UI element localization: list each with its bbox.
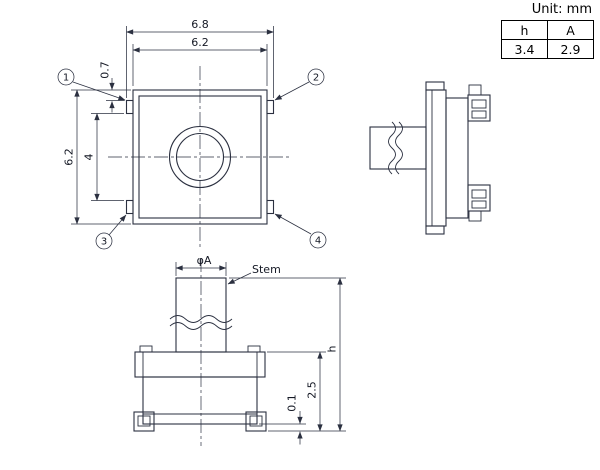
front-view-foot-right — [245, 411, 267, 432]
callout-3: 3 — [95, 214, 127, 250]
callout-4-leader — [274, 213, 312, 235]
front-view-stem-break-line-1 — [169, 315, 233, 323]
spec-table: h A 3.4 2.9 — [501, 20, 594, 59]
spec-header-a: A — [547, 20, 594, 40]
side-view-clip-top-inner-1 — [471, 99, 487, 109]
side-view — [369, 81, 491, 235]
side-view-clip-top-hook — [468, 84, 482, 96]
callout-3-number: 3 — [101, 237, 107, 248]
dim-terminal-offset-label: 0.7 — [99, 61, 112, 79]
terminal-top-left — [125, 99, 134, 115]
side-view-clip-top-inner-2 — [471, 110, 487, 119]
stem-label: Stem — [252, 263, 281, 276]
dimension-standoff: 0.1 — [259, 394, 306, 445]
callout-2-number: 2 — [313, 73, 319, 84]
side-view-stem-break-line-2 — [395, 121, 403, 175]
callout-4-circle — [309, 231, 327, 249]
dim-overall-depth-label: 6.2 — [63, 148, 76, 166]
dim-terminal-span-label: 4 — [83, 154, 96, 161]
terminal-bottom-left — [125, 199, 134, 215]
spec-table-header-row: h A — [501, 20, 594, 40]
front-view: φA Stem h 2.5 — [133, 254, 346, 446]
top-view-body-inner — [138, 95, 262, 219]
callout-1: 1 — [57, 68, 126, 101]
side-view-bottom-tab — [425, 225, 445, 235]
stem-circle-outer — [168, 125, 232, 189]
dimension-body-width: 6.2 — [132, 36, 268, 86]
dimension-terminal-offset: 0.7 — [99, 61, 125, 113]
front-view-foot-left — [133, 411, 155, 432]
dimension-overall-depth: 6.2 — [63, 89, 131, 225]
front-view-foot-left-inner — [137, 415, 151, 427]
top-view: 6.8 6.2 6.2 4 — [57, 18, 327, 250]
front-view-foot-right-inner — [249, 415, 263, 427]
dimension-overall-width: 6.8 — [126, 18, 274, 98]
side-view-clip-bottom-inner-2 — [471, 200, 487, 209]
spec-value-a: 2.9 — [547, 39, 594, 59]
dimension-terminal-span: 4 — [83, 113, 124, 201]
front-view-base — [142, 376, 258, 425]
side-view-top-tab — [425, 81, 445, 91]
callout-2-circle — [307, 68, 325, 86]
side-view-housing — [445, 97, 469, 219]
callout-1-leader — [72, 81, 126, 101]
dimension-total-height: h — [229, 277, 346, 432]
stem-leader — [227, 272, 252, 285]
dimension-stem-diameter: φA — [175, 254, 227, 276]
side-view-clip-bottom-hook — [468, 210, 482, 222]
callout-4: 4 — [274, 213, 327, 249]
dim-body-width-label: 6.2 — [191, 36, 209, 49]
side-view-stem-break-line-1 — [388, 121, 396, 175]
stem-circle-inner — [175, 132, 225, 182]
dimension-body-height: 2.5 — [267, 351, 326, 432]
side-view-clip-bottom-inner-1 — [471, 189, 487, 199]
front-view-ear-right — [247, 345, 261, 353]
top-view-body-outer — [132, 89, 268, 225]
callout-1-circle — [57, 68, 75, 86]
front-view-stem-break-line-2 — [169, 322, 233, 330]
dim-body-height-label: 2.5 — [306, 381, 319, 399]
stem-callout: Stem — [227, 263, 281, 285]
front-view-ear-left — [139, 345, 153, 353]
terminal-bottom-right — [266, 199, 275, 215]
callout-2-leader — [274, 81, 310, 101]
side-view-stem — [369, 126, 427, 170]
callout-3-circle — [95, 232, 113, 250]
callout-4-number: 4 — [315, 236, 321, 247]
front-view-flange — [134, 351, 266, 378]
dim-overall-width-label: 6.8 — [191, 18, 209, 31]
dim-stem-diameter-label: φA — [197, 254, 212, 267]
side-view-flange — [425, 89, 447, 227]
dim-standoff-label: 0.1 — [286, 394, 299, 412]
callout-3-leader — [108, 214, 127, 236]
terminal-top-right — [266, 99, 275, 115]
callout-2: 2 — [274, 68, 325, 101]
dim-total-height-label: h — [326, 345, 339, 352]
spec-header-h: h — [501, 20, 548, 40]
callout-1-number: 1 — [63, 73, 69, 84]
spec-table-value-row: 3.4 2.9 — [501, 39, 594, 59]
unit-label: Unit: mm — [531, 2, 592, 17]
